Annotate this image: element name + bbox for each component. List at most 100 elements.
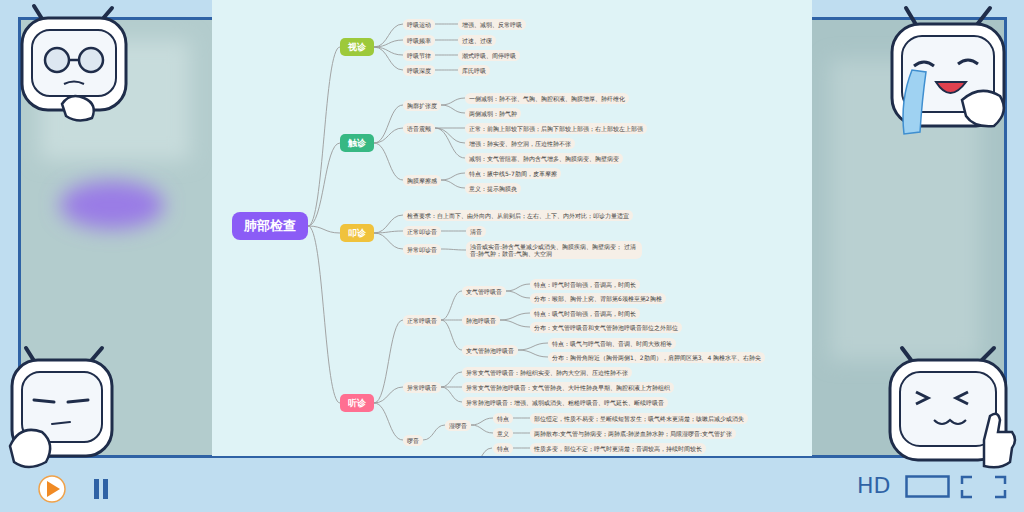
mascot-screen [32, 30, 116, 96]
node-text: 特点 [497, 415, 509, 422]
node-text: 呼吸节律 [407, 52, 431, 59]
topic-node: 呼吸运动 [403, 19, 435, 30]
node-text: 特点：腋中线5-7肋间，皮革摩擦 [469, 170, 557, 177]
topic-node: 特点：腋中线5-7肋间，皮革摩擦 [465, 168, 561, 179]
branch-connector [441, 387, 462, 402]
pause-icon [103, 479, 108, 499]
node-text: 胸廓扩张度 [407, 102, 437, 109]
mascot [890, 348, 1015, 467]
branch-connector [435, 40, 458, 41]
branch-node: 听诊 [340, 394, 374, 412]
topic-node: 一侧减弱：肺不张、气胸、胸腔积液、胸膜增厚、肺纤维化 [465, 93, 629, 104]
mascot-mouth [52, 422, 70, 424]
topic-node: 正常呼吸音 [403, 315, 441, 326]
topic-node: 部位恒定，性质不易变；呈断续短暂发生；吸气终末更清楚；咳嗽后减少或消失 [530, 413, 748, 424]
topic-node: 意义：提示胸膜炎 [465, 183, 521, 194]
branch-connector [374, 403, 403, 440]
node-text: 啰音 [407, 437, 419, 444]
branch-connector [506, 291, 530, 298]
mascot-mouth [934, 420, 966, 424]
topic-node: 性质多变，部位不定；呼气时更清楚；音调较高，持续时间较长 [530, 443, 706, 454]
mascot [22, 6, 126, 121]
mascot-hand [10, 430, 50, 467]
topic-node: 胸廓扩张度 [403, 100, 441, 111]
node-text: 正常呼吸音 [407, 317, 437, 324]
play-icon [47, 481, 60, 497]
topic-node: 特点 [493, 443, 513, 454]
branch-connector [374, 387, 403, 403]
node-text: 异常叩诊音 [407, 246, 437, 253]
branch-connector [374, 320, 403, 403]
node-text: 呼吸频率 [407, 37, 431, 44]
mind-map: 肺部检查视诊呼吸运动增强、减弱、反常呼吸呼吸频率过速、过缓呼吸节律潮式呼吸、间停… [0, 0, 1024, 456]
branch-node: 触诊 [340, 134, 374, 152]
node-text: 一侧减弱：肺不张、气胸、胸腔积液、胸膜增厚、肺纤维化 [469, 95, 625, 102]
topic-node: 特点 [493, 413, 513, 424]
node-text: 减弱：支气管阻塞、肺内含气增多、胸膜病变、胸壁病变 [469, 155, 619, 162]
topic-node: 正常叩诊音 [403, 226, 441, 237]
branch-connector [374, 47, 403, 70]
node-text: 特点：吸气与呼气音响、音调、时间大致相等 [552, 340, 672, 347]
branch-connector [308, 226, 340, 403]
topic-node: 正常：前胸上部较下部强；后胸下部较上部强；右上部较左上部强 [465, 123, 647, 134]
topic-node: 库氏呼吸 [458, 65, 490, 76]
branch-connector [374, 215, 403, 233]
branch-connector [513, 448, 530, 449]
branch-connector [441, 249, 466, 250]
blurred-patch [60, 181, 164, 229]
topic-node: 异常叩诊音 [403, 244, 441, 255]
node-text: 浊音或实音:肺含气量减少或消失、胸膜疾病、胸壁病变； 过清音:肺气肿；鼓音:气胸… [470, 243, 638, 257]
topic-node: 湿啰音 [445, 420, 471, 431]
topic-node: 分布：支气管呼吸音和支气管肺泡呼吸音部位之外部位 [530, 322, 682, 333]
topic-node: 呼吸频率 [403, 35, 435, 46]
mascot-eye [914, 62, 934, 66]
branch-connector [441, 320, 462, 321]
branch-connector [471, 425, 493, 433]
branch-connector [500, 320, 530, 327]
node-text: 正常叩诊音 [407, 228, 437, 235]
branch-connector [513, 433, 530, 434]
topic-node: 清音 [466, 226, 486, 237]
branch-connector [435, 128, 465, 158]
node-text: 肺部检查 [244, 218, 296, 234]
blurred-side [812, 20, 1004, 456]
topic-node: 检查要求：自上而下、由外向内、从前到后；左右、上下、内外对比；叩诊力量适宜 [403, 210, 633, 221]
mascot-mouth [936, 82, 966, 93]
topic-node: 浊音或实音:肺含气量减少或消失、胸膜疾病、胸壁病变； 过清音:肺气肿；鼓音:气胸… [466, 241, 642, 259]
node-text: 清音 [470, 228, 482, 235]
branch-connector [435, 128, 465, 143]
topic-node: 异常支气管肺泡呼吸音：支气管肺炎、大叶性肺炎早期、胸腔积液上方肺组织 [462, 382, 674, 393]
node-text: 异常肺泡呼吸音：增强、减弱或消失、粗糙呼吸音、呼气延长、断续呼吸音 [466, 399, 664, 406]
node-text: 肺泡呼吸音 [466, 317, 496, 324]
branch-connector [308, 47, 340, 226]
topic-node: 减弱：支气管阻塞、肺内含气增多、胸膜病变、胸壁病变 [465, 153, 623, 164]
pause-icon [94, 479, 99, 499]
branch-connector [441, 291, 462, 320]
node-text: 性质多变，部位不定；呼气时更清楚；音调较高，持续时间较长 [534, 445, 702, 452]
node-text: 潮式呼吸、间停呼吸 [462, 52, 516, 59]
node-text: 呼吸深度 [407, 67, 431, 74]
node-text: 异常支气管肺泡呼吸音：支气管肺炎、大叶性肺炎早期、胸腔积液上方肺组织 [466, 384, 670, 391]
branch-connector [471, 418, 493, 425]
branch-connector [441, 231, 466, 232]
widescreen-icon [907, 477, 949, 497]
mascot-screen [900, 372, 996, 446]
topic-node: 支气管呼吸音 [462, 286, 506, 297]
mascot-eye [958, 60, 978, 64]
node-text: 检查要求：自上而下、由外向内、从前到后；左右、上下、内外对比；叩诊力量适宜 [407, 212, 629, 219]
node-text: 增强、减弱、反常呼吸 [462, 21, 522, 28]
branch-connector [441, 98, 465, 105]
quality-label: HD [857, 473, 890, 499]
node-text: 过速、过缓 [462, 37, 492, 44]
branch-connector [441, 372, 462, 387]
topic-node: 增强、减弱、反常呼吸 [458, 19, 526, 30]
node-text: 部位恒定，性质不易变；呈断续短暂发生；吸气终末更清楚；咳嗽后减少或消失 [534, 415, 744, 422]
mascot-eye [956, 392, 968, 404]
topic-node: 两侧减弱：肺气肿 [465, 108, 521, 119]
branch-connector [423, 425, 445, 440]
branch-connector [374, 128, 403, 143]
node-text: 两侧减弱：肺气肿 [469, 110, 517, 117]
mascot [10, 348, 112, 467]
branch-connector [374, 24, 403, 47]
branch-connector [441, 320, 462, 350]
